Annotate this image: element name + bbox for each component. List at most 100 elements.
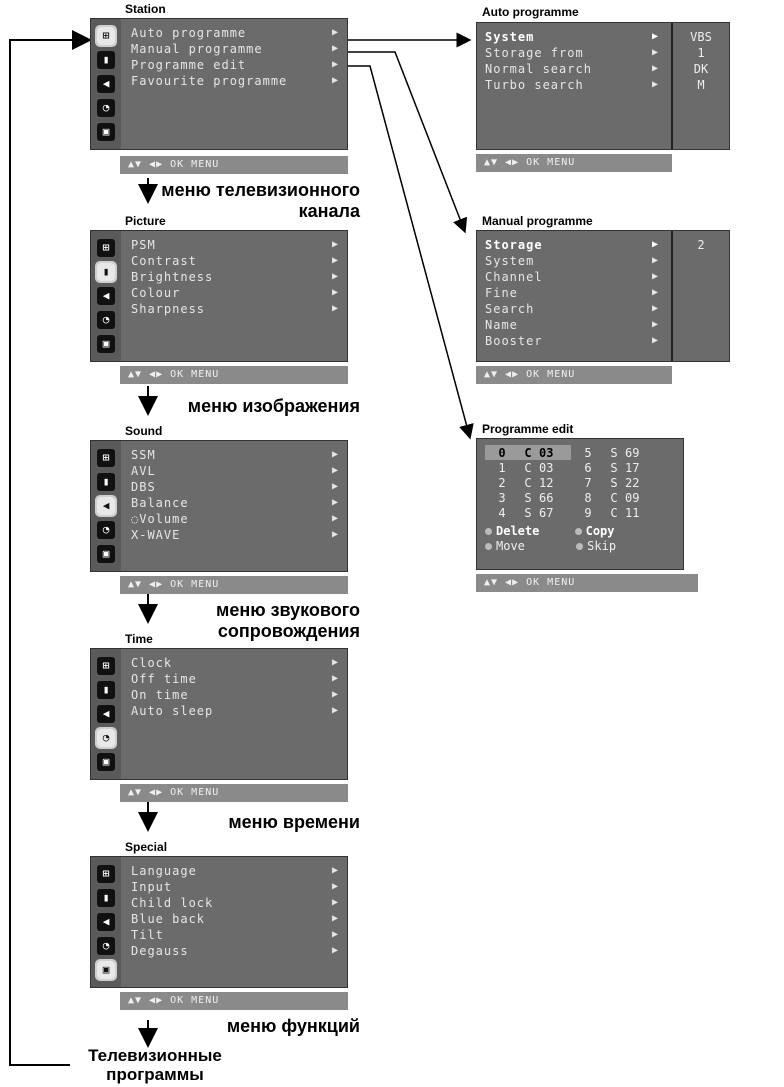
sound-icon[interactable]: ◀: [97, 705, 115, 723]
station-icon[interactable]: ⊞: [97, 449, 115, 467]
cell: 17: [625, 460, 640, 475]
chevron-right-icon: ▶: [651, 335, 659, 346]
menu-item-programme-edit[interactable]: Programme edit▶: [131, 57, 339, 73]
sound-icon[interactable]: ◀: [97, 287, 115, 305]
normal-search-value[interactable]: DK: [693, 62, 709, 76]
special-icon[interactable]: ▣: [97, 123, 115, 141]
manual-item-system[interactable]: System▶: [485, 253, 659, 269]
sound-icon[interactable]: ◀: [95, 495, 117, 517]
menu-item-clock[interactable]: Clock▶: [131, 655, 339, 671]
special-icon[interactable]: ▣: [97, 753, 115, 771]
picture-icon[interactable]: ▮: [97, 889, 115, 907]
menu-item-contrast[interactable]: Contrast▶: [131, 253, 339, 269]
special-icon[interactable]: ▣: [97, 335, 115, 353]
cell: C: [610, 490, 618, 505]
item-label: Off time: [131, 672, 197, 686]
menu-item-brightness[interactable]: Brightness▶: [131, 269, 339, 285]
system-value[interactable]: VBS: [690, 30, 712, 44]
cell: 0: [485, 445, 519, 460]
special-icon[interactable]: ▣: [95, 959, 117, 981]
chevron-right-icon: ▶: [651, 31, 659, 42]
menu-item-ssm[interactable]: SSM▶: [131, 447, 339, 463]
chevron-right-icon: ▶: [331, 271, 339, 282]
time-icon[interactable]: ◔: [97, 937, 115, 955]
storage-from-value[interactable]: 1: [697, 46, 705, 60]
menu-item-dbs[interactable]: DBS▶: [131, 479, 339, 495]
chevron-right-icon: ▶: [331, 913, 339, 924]
item-label: Blue back: [131, 912, 206, 926]
turbo-search-value[interactable]: M: [697, 78, 705, 92]
delete-option[interactable]: Delete: [485, 524, 539, 538]
sound-icon[interactable]: ◀: [97, 913, 115, 931]
menu-item-auto-sleep[interactable]: Auto sleep▶: [131, 703, 339, 719]
manual-item-name[interactable]: Name▶: [485, 317, 659, 333]
menu-item-avl[interactable]: AVL▶: [131, 463, 339, 479]
station-icon[interactable]: ⊞: [97, 865, 115, 883]
menu-item-tilt[interactable]: Tilt▶: [131, 927, 339, 943]
edit-options: Delete Copy Move Skip: [485, 524, 683, 554]
auto-item-turbo-search[interactable]: Turbo search▶: [485, 77, 659, 93]
menu-item-x-wave[interactable]: X-WAVE▶: [131, 527, 339, 543]
station-icon[interactable]: ⊞: [95, 25, 117, 47]
menu-icon-column: ⊞ ▮ ◀ ◔ ▣: [91, 857, 121, 987]
menu-item-off-time[interactable]: Off time▶: [131, 671, 339, 687]
menu-item-language[interactable]: Language▶: [131, 863, 339, 879]
menu-item-favourite-programme[interactable]: Favourite programme▶: [131, 73, 339, 89]
menu-item-balance[interactable]: Balance▶: [131, 495, 339, 511]
copy-option[interactable]: Copy: [574, 524, 615, 538]
manual-item-booster[interactable]: Booster▶: [485, 333, 659, 349]
cell: 09: [625, 490, 640, 505]
picture-icon[interactable]: ▮: [97, 681, 115, 699]
cell: 03: [537, 445, 571, 460]
menu-item-child-lock[interactable]: Child lock▶: [131, 895, 339, 911]
cell: 7: [584, 475, 592, 490]
sound-caption: меню звукового сопровождения: [216, 600, 360, 641]
auto-item-system[interactable]: System▶: [485, 29, 659, 45]
sound-icon[interactable]: ◀: [97, 75, 115, 93]
special-icon[interactable]: ▣: [97, 545, 115, 563]
item-label: Normal search: [485, 62, 592, 76]
time-icon[interactable]: ◔: [97, 99, 115, 117]
chevron-right-icon: ▶: [331, 303, 339, 314]
menu-item-psm[interactable]: PSM▶: [131, 237, 339, 253]
station-icon[interactable]: ⊞: [97, 239, 115, 257]
move-option[interactable]: Move: [485, 539, 525, 553]
chevron-right-icon: ▶: [331, 27, 339, 38]
time-icon[interactable]: ◔: [95, 727, 117, 749]
menu-item-blue-back[interactable]: Blue back ▶: [131, 911, 339, 927]
cell: C: [519, 445, 537, 460]
station-icon[interactable]: ⊞: [97, 657, 115, 675]
cell: 8: [584, 490, 592, 505]
time-icon[interactable]: ◔: [97, 521, 115, 539]
skip-option[interactable]: Skip: [576, 539, 616, 553]
cell: 9: [584, 505, 592, 520]
menu-item-volume[interactable]: ◌Volume▶: [131, 511, 339, 527]
chevron-right-icon: ▶: [331, 75, 339, 86]
menu-item-colour[interactable]: Colour▶: [131, 285, 339, 301]
menu-item-input[interactable]: Input▶: [131, 879, 339, 895]
menu-item-auto-programme[interactable]: Auto programme▶: [131, 25, 339, 41]
manual-item-channel[interactable]: Channel▶: [485, 269, 659, 285]
manual-item-fine[interactable]: Fine▶: [485, 285, 659, 301]
cell: 67: [539, 505, 554, 520]
menu-item-sharpness[interactable]: Sharpness▶: [131, 301, 339, 317]
auto-item-normal-search[interactable]: Normal search▶: [485, 61, 659, 77]
picture-icon[interactable]: ▮: [97, 51, 115, 69]
item-label: AVL: [131, 464, 156, 478]
time-icon[interactable]: ◔: [97, 311, 115, 329]
manual-item-storage[interactable]: Storage▶: [485, 237, 659, 253]
picture-icon[interactable]: ▮: [95, 261, 117, 283]
manual-item-search[interactable]: Search▶: [485, 301, 659, 317]
auto-item-storage-from[interactable]: Storage from▶: [485, 45, 659, 61]
picture-icon[interactable]: ▮: [97, 473, 115, 491]
item-label: Channel: [485, 270, 543, 284]
storage-value[interactable]: 2: [697, 238, 705, 252]
menu-item-on-time[interactable]: On time▶: [131, 687, 339, 703]
menu-item-degauss[interactable]: Degauss▶: [131, 943, 339, 959]
menu-item-manual-programme[interactable]: Manual programme▶: [131, 41, 339, 57]
